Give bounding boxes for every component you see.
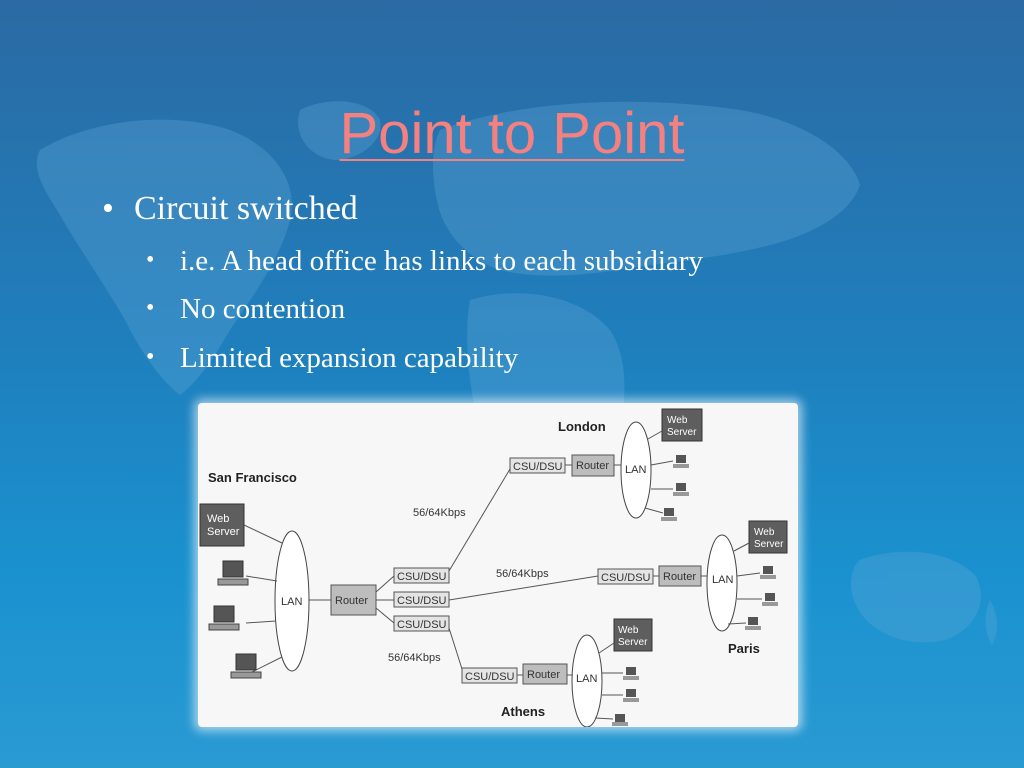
connector-line xyxy=(650,460,674,466)
lan-label: LAN xyxy=(625,464,646,476)
wan-link-line xyxy=(448,627,463,670)
router-label: Router xyxy=(663,571,696,583)
workstation-icon xyxy=(623,667,639,680)
connector-line xyxy=(598,642,615,654)
web-server-label: Web xyxy=(754,527,775,538)
sub-bullet-text: No contention xyxy=(180,293,346,325)
australia-shape xyxy=(851,551,981,643)
workstation-icon xyxy=(745,617,761,630)
greenland-shape xyxy=(298,101,381,160)
workstation-icon xyxy=(623,689,639,702)
csu-dsu-box xyxy=(393,567,450,584)
connector-line xyxy=(375,607,395,624)
network-diagram: San Francisco Web Server LAN Router CSU/… xyxy=(199,408,788,727)
web-server-icon: Web Server xyxy=(748,520,788,554)
connector-line xyxy=(594,717,614,720)
connector-line xyxy=(245,575,278,582)
csu-dsu-label: CSU/DSU xyxy=(601,572,651,584)
wan-link-line xyxy=(448,468,511,572)
bullet-text: Circuit switched xyxy=(134,190,358,227)
web-server-label: Web xyxy=(618,625,639,636)
lan-label: LAN xyxy=(576,673,597,685)
workstation-icon xyxy=(217,560,249,586)
slide-title: Point to Point xyxy=(339,101,685,166)
bullet-marker: • xyxy=(146,295,155,321)
connector-line xyxy=(736,572,761,577)
web-server-label: Server xyxy=(754,539,784,550)
connector-line xyxy=(644,507,664,514)
site-label-paris: Paris xyxy=(728,641,760,656)
sub-bullet-text: Limited expansion capability xyxy=(180,342,519,374)
sub-bullet-item: • i.e. A head office has links to each s… xyxy=(146,245,703,278)
router-label: Router xyxy=(527,669,560,681)
sub-bullet-item: • Limited expansion capability xyxy=(146,342,519,375)
workstation-icon xyxy=(661,508,677,521)
lan-label: LAN xyxy=(712,574,733,586)
eurasia-shape xyxy=(433,101,860,276)
workstation-icon xyxy=(612,714,628,726)
router-box xyxy=(522,663,568,685)
router-box xyxy=(330,584,377,616)
workstation-icon xyxy=(673,455,689,468)
new-zealand-shape xyxy=(985,600,998,645)
csu-dsu-label: CSU/DSU xyxy=(513,461,563,473)
web-server-label: Server xyxy=(667,427,697,438)
workstation-icon xyxy=(230,653,262,679)
connector-line xyxy=(245,620,277,624)
web-server-label: Server xyxy=(207,526,240,538)
bullet-marker: • xyxy=(102,190,114,227)
connector-line xyxy=(727,622,747,625)
router-label: Router xyxy=(576,460,609,472)
csu-dsu-label: CSU/DSU xyxy=(397,571,447,583)
sub-bullet-text: i.e. A head office has links to each sub… xyxy=(180,245,703,277)
lan-ellipse xyxy=(571,634,603,727)
workstation-icon xyxy=(762,593,778,606)
wan-link-line xyxy=(448,575,599,601)
csu-dsu-label: CSU/DSU xyxy=(465,671,515,683)
csu-dsu-label: CSU/DSU xyxy=(397,595,447,607)
csu-dsu-box xyxy=(393,615,450,632)
link-speed-label: 56/64Kbps xyxy=(388,652,441,664)
web-server-label: Web xyxy=(667,415,688,426)
csu-dsu-label: CSU/DSU xyxy=(397,619,447,631)
web-server-icon: Web Server xyxy=(613,618,653,652)
sub-bullet-item: • No contention xyxy=(146,293,346,326)
link-speed-label: 56/64Kbps xyxy=(413,507,466,519)
bullet-marker: • xyxy=(146,344,155,370)
router-label: Router xyxy=(335,595,368,607)
lan-ellipse xyxy=(706,534,738,632)
bullet-item: • Circuit switched xyxy=(102,190,358,228)
bullet-marker: • xyxy=(146,247,155,273)
workstation-icon xyxy=(208,605,240,631)
web-server-icon: Web Server xyxy=(661,408,703,442)
site-label-athens: Athens xyxy=(501,704,545,719)
web-server-icon: Web Server xyxy=(199,503,245,547)
lan-ellipse xyxy=(274,530,310,672)
web-server-label: Web xyxy=(207,513,229,525)
connector-line xyxy=(647,430,663,440)
site-label-london: London xyxy=(558,419,606,434)
connector-line xyxy=(375,575,395,593)
north-america-shape xyxy=(36,119,292,395)
web-server-label: Server xyxy=(618,637,648,648)
workstation-icon xyxy=(760,566,776,579)
link-speed-label: 56/64Kbps xyxy=(496,568,549,580)
connector-line xyxy=(733,542,750,552)
connector-line xyxy=(243,524,283,544)
workstation-icon xyxy=(673,483,689,496)
lan-label: LAN xyxy=(281,596,302,608)
site-label-san-francisco: San Francisco xyxy=(208,470,297,485)
lan-ellipse xyxy=(620,421,652,519)
